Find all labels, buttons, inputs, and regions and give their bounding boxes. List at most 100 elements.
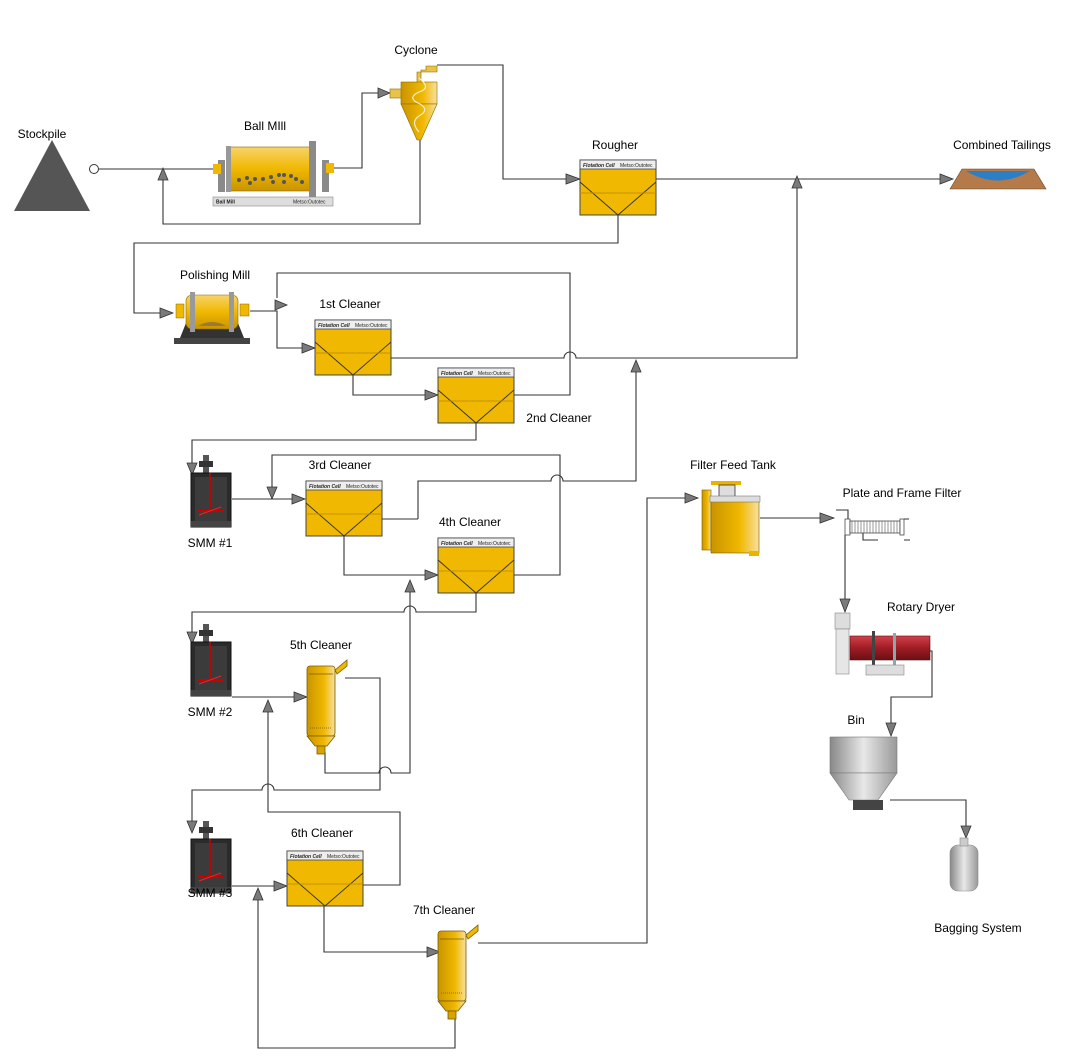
mill-plate-text: Ball Mill: [216, 200, 236, 206]
arrow-down-icon: [186, 820, 198, 835]
arrow-up-icon: [404, 578, 416, 593]
rougher-conc-line: [133, 214, 619, 314]
arrow-right-icon: [565, 173, 582, 185]
smm-1-label: SMM #1: [188, 536, 233, 550]
cell-brand-text: Metso:Outotec: [620, 163, 653, 169]
arrow-right-icon: [424, 569, 440, 581]
cleaner-3: Flotation Cell Metso:Outotec 3rd Cleaner: [305, 458, 383, 537]
process-lines: [99, 64, 967, 1049]
cell-logo-text: Flotation Cell: [441, 541, 473, 547]
rotary-dryer: Rotary Dryer: [834, 600, 955, 676]
mill-brand-text: Metso:Outotec: [293, 200, 326, 206]
arrow-right-icon: [424, 389, 440, 401]
combined-tailings-label: Combined Tailings: [953, 138, 1051, 152]
smm-3: SMM #3: [188, 820, 233, 900]
cell-brand-text: Metso:Outotec: [355, 323, 388, 329]
cleaner-6-label: 6th Cleaner: [291, 826, 353, 840]
smm-2: SMM #2: [188, 623, 233, 719]
cleaner-1: Flotation Cell Metso:Outotec 1st Cleaner: [314, 297, 392, 376]
bin-to-bagging-line: [890, 799, 967, 826]
cyclone: Cyclone: [389, 43, 438, 141]
ball-mill: Ball Mill Metso:Outotec Ball MIll: [212, 119, 334, 207]
arrow-right-icon: [273, 880, 289, 892]
rougher-cell: Flotation Cell Metso:Outotec Rougher: [579, 138, 657, 216]
cleaner6-conc-line: [323, 905, 428, 953]
arrow-up-icon: [157, 166, 169, 181]
cyclone-label: Cyclone: [394, 43, 438, 57]
polishing-mill-label: Polishing Mill: [180, 268, 250, 282]
cell-logo-text: Flotation Cell: [290, 854, 322, 860]
cleaner-5-label: 5th Cleaner: [290, 638, 352, 652]
cleaner-2: Flotation Cell Metso:Outotec 2nd Cleaner: [437, 367, 592, 425]
cell-logo-text: Flotation Cell: [318, 323, 350, 329]
cell-brand-text: Metso:Outotec: [478, 371, 511, 377]
arrow-down-icon: [960, 825, 972, 840]
bin: Bin: [829, 713, 898, 810]
smm-1: SMM #1: [188, 454, 233, 550]
cell-logo-text: Flotation Cell: [441, 371, 473, 377]
bagging-system: Bagging System: [934, 837, 1022, 935]
arrow-right-icon: [274, 299, 289, 311]
arrow-up-icon: [262, 698, 274, 713]
cleaner-4-label: 4th Cleaner: [439, 515, 501, 529]
cleaner2-conc-line: [191, 422, 477, 463]
arrow-right-icon: [301, 342, 317, 354]
plate-and-frame-filter: Plate and Frame Filter: [836, 486, 962, 541]
cell-logo-text: Flotation Cell: [309, 484, 341, 490]
arrow-right-icon: [159, 307, 175, 319]
arrow-down-icon: [885, 722, 897, 738]
cleaner-2-label: 2nd Cleaner: [526, 411, 591, 425]
arrow-down-icon: [186, 631, 198, 646]
arrow-down-icon: [839, 598, 851, 614]
filter-label: Plate and Frame Filter: [843, 486, 962, 500]
stockpile-icon: [14, 140, 90, 211]
rotary-dryer-label: Rotary Dryer: [887, 600, 955, 614]
ball-mill-label: Ball MIll: [244, 119, 286, 133]
arrow-down-icon: [186, 462, 198, 477]
cleaner-5-column: 5th Cleaner: [290, 638, 352, 755]
combined-tailings: Combined Tailings: [949, 138, 1051, 190]
cell-brand-text: Metso:Outotec: [327, 854, 360, 860]
cleaner3-conc-line: [343, 536, 426, 576]
dryer-to-bin-line: [890, 650, 933, 723]
cyclone-underflow-line: [162, 138, 421, 225]
bin-label: Bin: [847, 713, 864, 727]
cleaner-3-label: 3rd Cleaner: [309, 458, 372, 472]
arrow-right-icon: [819, 512, 836, 524]
stockpile-label: Stockpile: [18, 127, 67, 141]
arrow-up-icon: [252, 886, 264, 901]
cell-brand-text: Metso:Outotec: [346, 484, 379, 490]
cleaner7-tail-recycle-line: [257, 896, 456, 1049]
cleaner-1-label: 1st Cleaner: [319, 297, 380, 311]
stockpile: Stockpile: [14, 127, 90, 211]
cleaner5-tail-recycle-line: [324, 592, 411, 774]
cleaner1-tail-line: [390, 188, 798, 359]
flow-arrows: [89, 87, 972, 958]
cleaner1-conc-line: [352, 375, 426, 396]
arrow-up-icon: [791, 174, 803, 189]
feed-source-icon: [89, 164, 99, 174]
bagging-system-label: Bagging System: [934, 921, 1021, 935]
polishing-mill: Polishing Mill: [174, 268, 250, 344]
cyclone-overflow-line: [437, 64, 568, 180]
cleaner4-conc-line: [191, 593, 477, 632]
smm-2-label: SMM #2: [188, 705, 233, 719]
cleaner-7-label: 7th Cleaner: [413, 903, 475, 917]
cell-brand-text: Metso:Outotec: [478, 541, 511, 547]
cleaner-tail-header-line: [417, 370, 637, 519]
cleaner-4: Flotation Cell Metso:Outotec 4th Cleaner: [437, 515, 515, 594]
smm-3-label: SMM #3: [188, 886, 233, 900]
arrow-right-icon: [684, 492, 700, 504]
cell-logo-text: Flotation Cell: [583, 163, 615, 169]
arrow-right-icon: [291, 493, 307, 505]
cleaner5-conc-line: [191, 677, 381, 822]
arrow-right-icon: [939, 173, 955, 185]
cleaner2-tail-recycle-line: [276, 272, 571, 396]
filter-feed-tank-label: Filter Feed Tank: [690, 458, 777, 472]
rougher-label: Rougher: [592, 138, 638, 152]
arrow-down-icon: [266, 486, 278, 501]
cleaner6-tail-recycle-line: [267, 706, 401, 886]
cleaner4-tail-recycle-line: [271, 454, 561, 576]
